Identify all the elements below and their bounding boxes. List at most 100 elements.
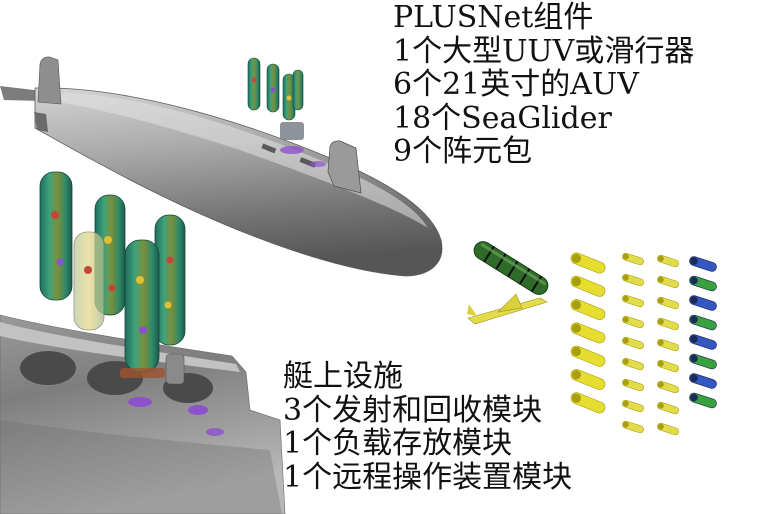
submarine-hull xyxy=(34,87,443,277)
auv-capsule xyxy=(570,275,606,297)
deck-canisters xyxy=(247,57,304,140)
seaglider-end xyxy=(622,253,629,260)
seaglider-end xyxy=(657,381,664,388)
seaglider xyxy=(657,338,679,352)
auv-capsule-end xyxy=(571,277,581,287)
seaglider-end xyxy=(657,318,664,325)
seaglider-end xyxy=(622,421,629,428)
seaglider-end xyxy=(622,337,629,344)
seaglider xyxy=(622,294,644,308)
seaglider xyxy=(657,401,679,415)
auv-capsule xyxy=(570,299,606,321)
onboard-title: 艇上设施 xyxy=(283,360,403,394)
canister xyxy=(154,214,186,346)
seaglider xyxy=(657,275,679,289)
components-title: PLUSNet组件 xyxy=(393,1,594,35)
canister-detail xyxy=(270,87,276,93)
stern-plane xyxy=(0,86,42,101)
large-uuv xyxy=(473,241,549,295)
deck-payload xyxy=(280,146,304,154)
seaglider-end xyxy=(657,276,664,283)
canister-transparent xyxy=(73,231,105,331)
onboard-item: 1个负载存放模块 xyxy=(283,426,513,461)
hull-deck-highlight xyxy=(45,92,428,228)
auv-capsule-end xyxy=(571,300,581,310)
seaglider-end xyxy=(657,255,664,262)
glider xyxy=(467,293,548,325)
plusnet-components-caption: PLUSNet组件 1个大型UUV或滑行器 6个21英寸的AUV 18个SeaG… xyxy=(393,1,759,169)
seaglider xyxy=(622,420,644,434)
auv-capsule-end xyxy=(571,393,581,403)
auv-capsule xyxy=(570,392,606,414)
uuv-band xyxy=(518,268,531,285)
canister-detail xyxy=(139,326,147,334)
seaglider xyxy=(657,359,679,373)
deck-payload xyxy=(310,161,326,167)
array-pod-end xyxy=(690,296,698,304)
seaglider-end xyxy=(657,360,664,367)
front-sail xyxy=(327,140,362,194)
seaglider-array xyxy=(622,252,644,434)
canister-detail xyxy=(84,266,92,274)
rear-sail xyxy=(37,56,62,105)
seaglider-end xyxy=(622,295,629,302)
onboard-item: 3个发射和回收模块 xyxy=(283,392,543,428)
array-pod xyxy=(689,392,717,409)
array-pod-end xyxy=(690,374,698,382)
canister xyxy=(247,57,261,111)
seaglider xyxy=(657,380,679,394)
array-pod-end xyxy=(690,393,698,402)
seaglider xyxy=(622,273,644,287)
auv-capsule xyxy=(570,322,606,344)
glider-wing xyxy=(497,293,523,313)
seaglider-end xyxy=(657,297,664,304)
canister-detail xyxy=(164,301,172,309)
seaglider-end xyxy=(657,339,664,346)
seaglider xyxy=(622,315,644,329)
uuv-band xyxy=(530,275,543,293)
seaglider-end xyxy=(622,274,629,281)
uuv-band xyxy=(495,253,507,270)
seaglider xyxy=(657,296,679,310)
seaglider xyxy=(657,422,679,436)
auv-capsule-end xyxy=(571,370,581,380)
array-pod-column xyxy=(689,256,717,409)
uuv-highlight xyxy=(480,243,546,286)
seaglider xyxy=(657,317,679,331)
canister-detail xyxy=(166,256,174,264)
seaglider xyxy=(622,378,644,392)
submarine xyxy=(0,56,443,277)
auv-capsule-end xyxy=(571,253,581,263)
array-pod xyxy=(689,353,717,370)
seaglider-end xyxy=(657,402,664,409)
glider-body xyxy=(467,297,548,325)
seaglider-end xyxy=(622,379,629,386)
array-pod-end xyxy=(690,276,698,285)
auv-capsule-end xyxy=(571,346,581,357)
deck-hatch xyxy=(261,143,277,154)
canister-detail xyxy=(108,284,116,292)
array-pod-end xyxy=(690,315,698,324)
onboard-facilities-caption: 艇上设施 3个发射和回收模块 1个负载存放模块 1个远程操作装置模块 xyxy=(283,360,753,494)
auv-array xyxy=(570,252,606,414)
canister-detail xyxy=(136,276,144,284)
canister-cluster xyxy=(280,122,304,140)
seaglider-end xyxy=(622,400,629,407)
auv-capsule xyxy=(570,345,606,367)
canister-detail xyxy=(56,258,64,266)
array-pod xyxy=(689,295,717,311)
seaglider xyxy=(622,399,644,413)
array-pod xyxy=(689,256,717,272)
uuv-band xyxy=(483,246,495,263)
auv-capsule xyxy=(570,252,606,274)
seaglider-end xyxy=(657,423,664,430)
seaglider xyxy=(622,336,644,350)
seaglider-array xyxy=(657,254,679,436)
canister xyxy=(292,69,304,111)
seaglider xyxy=(622,252,644,266)
auv-capsule-end xyxy=(571,323,581,333)
array-pod xyxy=(689,373,717,389)
components-item: 1个大型UUV或滑行器 xyxy=(393,33,695,69)
seaglider xyxy=(657,254,679,268)
